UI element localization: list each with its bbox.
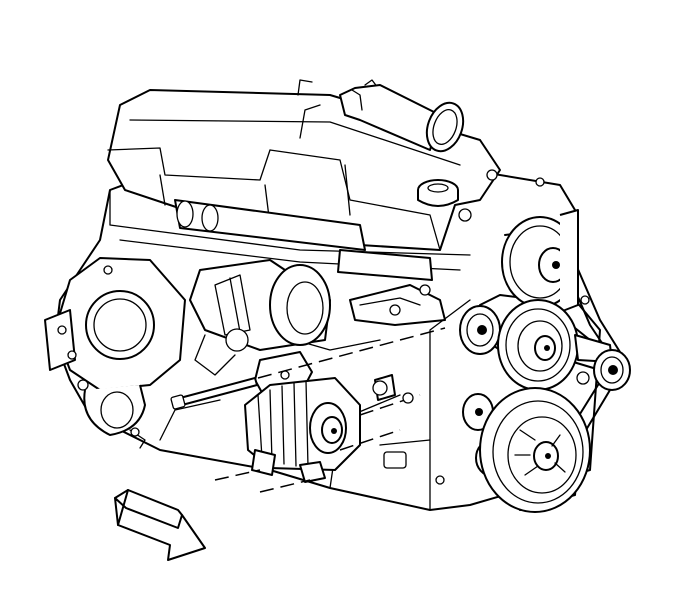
intake-runner [174, 199, 433, 281]
idler-pulley [459, 305, 501, 355]
engine-block [54, 159, 601, 511]
generator [244, 377, 361, 483]
ac-compressor [479, 387, 591, 513]
flywheel-housing [44, 257, 186, 449]
generator-bolt [170, 377, 258, 410]
center-housing [189, 259, 331, 376]
water-pump-pulley [497, 299, 579, 391]
belt-tensioner [574, 334, 631, 391]
view-direction-arrow-icon [114, 489, 206, 561]
air-intake-tube [339, 84, 465, 153]
oil-filler-cap [417, 179, 459, 207]
alignment-lines [214, 327, 446, 493]
hardware-details [130, 169, 590, 485]
